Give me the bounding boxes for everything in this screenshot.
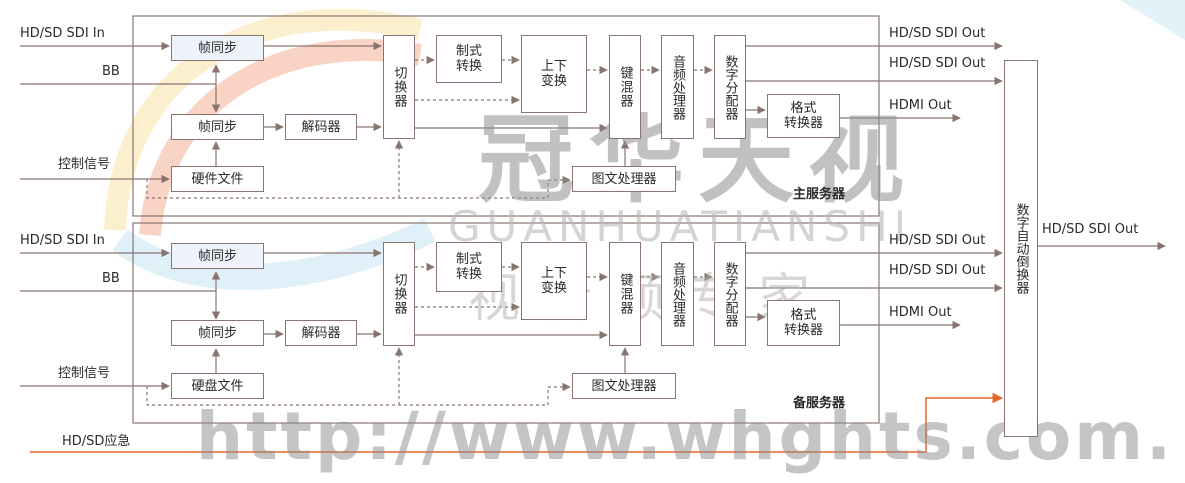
main-digital-distributor: 数字分配器 bbox=[714, 35, 746, 139]
watermark-corner-shape bbox=[1120, 0, 1185, 40]
watermark-arc-stroke bbox=[139, 39, 422, 236]
main-out1-label: HD/SD SDI Out bbox=[889, 26, 986, 41]
main-server-title: 主服务器 bbox=[793, 187, 846, 202]
main-file-source: 硬件文件 bbox=[171, 166, 264, 192]
backup-graphics-processor: 图文处理器 bbox=[572, 373, 676, 399]
wire-emergency bbox=[30, 392, 1004, 453]
main-decoder: 解码器 bbox=[285, 114, 357, 140]
main-bb-label: BB bbox=[102, 64, 120, 79]
backup-control-label: 控制信号 bbox=[58, 366, 111, 381]
backup-out1-label: HD/SD SDI Out bbox=[889, 233, 986, 248]
main-audio-processor: 音频处理器 bbox=[661, 35, 694, 139]
backup-format-converter: 格式 转换器 bbox=[767, 300, 840, 346]
backup-bb-label: BB bbox=[102, 271, 120, 286]
backup-server-title: 备服务器 bbox=[793, 396, 846, 411]
backup-decoder: 解码器 bbox=[285, 320, 357, 346]
backup-frame-sync-1: 帧同步 bbox=[171, 243, 264, 269]
main-frame-sync-2: 帧同步 bbox=[171, 114, 264, 140]
backup-frame-sync-2: 帧同步 bbox=[171, 320, 264, 346]
backup-updown-convert: 上下 变换 bbox=[521, 242, 587, 320]
main-updown-convert: 上下 变换 bbox=[521, 35, 587, 113]
main-wire-control-graphics bbox=[146, 175, 571, 199]
backup-wire-control-graphics bbox=[146, 382, 571, 406]
main-format-convert: 制式 转换 bbox=[436, 35, 502, 83]
main-graphics-processor: 图文处理器 bbox=[572, 166, 676, 192]
emergency-input-label: HD/SD应急 bbox=[62, 434, 131, 449]
main-out2-label: HD/SD SDI Out bbox=[889, 56, 986, 71]
main-server-frame bbox=[132, 15, 880, 217]
backup-audio-processor: 音频处理器 bbox=[661, 242, 694, 346]
main-out3-label: HDMI Out bbox=[889, 98, 952, 113]
backup-switcher: 切换器 bbox=[383, 242, 415, 346]
backup-format-convert: 制式 转换 bbox=[436, 242, 502, 292]
main-sdi-in-label: HD/SD SDI In bbox=[20, 26, 105, 41]
main-format-converter: 格式 转换器 bbox=[767, 94, 840, 138]
main-control-label: 控制信号 bbox=[58, 157, 111, 172]
backup-digital-distributor: 数字分配器 bbox=[714, 242, 746, 346]
main-frame-sync-1: 帧同步 bbox=[171, 35, 264, 61]
main-keyer: 键混器 bbox=[609, 35, 641, 139]
backup-out3-label: HDMI Out bbox=[889, 305, 952, 320]
main-switcher: 切换器 bbox=[383, 35, 415, 139]
backup-server-frame bbox=[132, 222, 880, 424]
backup-file-source: 硬盘文件 bbox=[171, 373, 264, 399]
backup-out2-label: HD/SD SDI Out bbox=[889, 263, 986, 278]
final-output-label: HD/SD SDI Out bbox=[1042, 222, 1139, 237]
backup-sdi-in-label: HD/SD SDI In bbox=[20, 233, 105, 248]
auto-changeover-switch: 数字自动倒换器 bbox=[1004, 60, 1038, 437]
backup-keyer: 键混器 bbox=[609, 242, 641, 346]
